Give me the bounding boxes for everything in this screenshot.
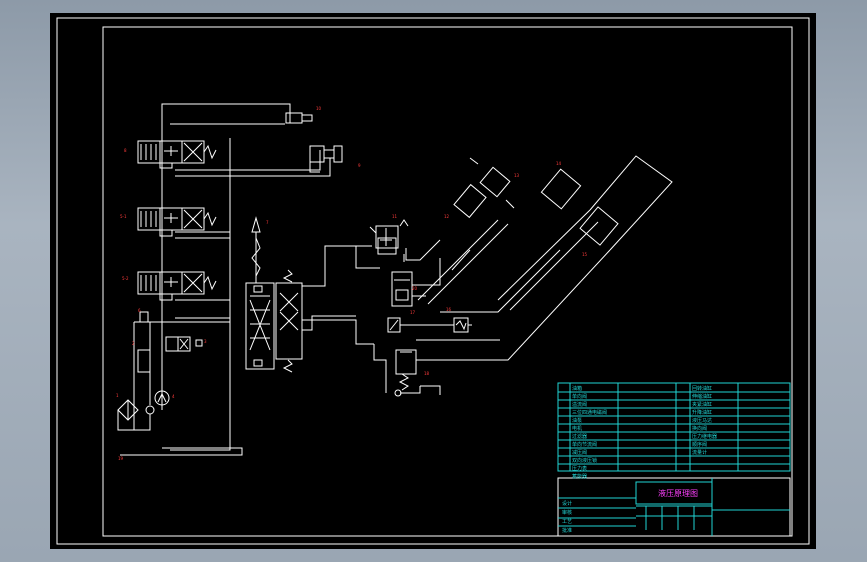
table-row-name: 溢流阀 bbox=[572, 401, 587, 408]
callout-label: 15 bbox=[582, 252, 588, 257]
callout-label: 17 bbox=[410, 310, 416, 315]
inner-border bbox=[102, 26, 793, 537]
callout-label: 2 bbox=[132, 341, 135, 346]
table-row-name: 电机 bbox=[572, 425, 582, 432]
table-row-name: 夹紧油缸 bbox=[692, 401, 712, 408]
table-row-name: 单向节流阀 bbox=[572, 441, 597, 448]
table-row-name: 流量计 bbox=[692, 449, 707, 456]
drawing-title: 液压原理图 bbox=[658, 488, 698, 498]
callout-label: 1 bbox=[116, 393, 119, 398]
callout-label: 14 bbox=[556, 161, 562, 166]
callout-label: 19 bbox=[118, 456, 124, 461]
callout-label: 20 bbox=[412, 286, 418, 291]
signature-label: 设计 bbox=[562, 500, 572, 507]
sheet-background bbox=[50, 13, 816, 549]
table-row-name: 升降油缸 bbox=[692, 409, 712, 416]
signature-label: 工艺 bbox=[562, 519, 572, 525]
table-row-name: 压力表 bbox=[572, 465, 587, 472]
table-row-name: 伸缩油缸 bbox=[692, 393, 712, 400]
table-row-name: 油箱 bbox=[572, 385, 582, 392]
callout-label: 3 bbox=[204, 339, 207, 344]
table-row-name: 压力继电器 bbox=[692, 433, 717, 440]
callout-label: 4 bbox=[172, 394, 175, 399]
signature-label: 批准 bbox=[562, 527, 572, 534]
table-row-name: 单向阀 bbox=[572, 393, 587, 400]
callout-label: 10 bbox=[316, 106, 322, 111]
outer-border bbox=[56, 17, 810, 545]
callout-label: 6 bbox=[138, 308, 141, 313]
title-block bbox=[557, 382, 791, 537]
callout-label: 16 bbox=[446, 307, 452, 312]
callout-label: 8 bbox=[124, 148, 127, 153]
table-row-name: 油泵 bbox=[572, 417, 582, 424]
table-row-name: 顺序阀 bbox=[692, 441, 707, 448]
signature-label: 审核 bbox=[562, 509, 572, 516]
callout-label: 13 bbox=[514, 173, 520, 178]
callout-label: 5-1 bbox=[120, 214, 127, 219]
table-row-name: 换向阀 bbox=[692, 425, 707, 432]
circuit-lines bbox=[117, 103, 673, 456]
title-block-text: 液压原理图 油箱单向阀溢流阀三位四通电磁阀油泵电机过滤器单向节流阀减压阀双向液压锁… bbox=[562, 385, 717, 534]
callout-label: 11 bbox=[392, 214, 398, 219]
callout-label: 9 bbox=[358, 163, 361, 168]
callout-label: 12 bbox=[444, 214, 450, 219]
table-row-name: 蓄能器 bbox=[572, 473, 587, 480]
table-row-name: 双向液压锁 bbox=[572, 457, 597, 464]
callout-label: 7 bbox=[266, 220, 269, 225]
table-row-name: 液压马达 bbox=[692, 417, 712, 424]
table-row-name: 三位四通电磁阀 bbox=[572, 409, 607, 416]
table-row-name: 回转油缸 bbox=[692, 385, 712, 392]
callout-label: 18 bbox=[424, 371, 430, 376]
table-row-name: 过滤器 bbox=[572, 433, 587, 440]
table-row-name: 减压阀 bbox=[572, 449, 587, 456]
callout-label: 5-2 bbox=[122, 276, 129, 281]
